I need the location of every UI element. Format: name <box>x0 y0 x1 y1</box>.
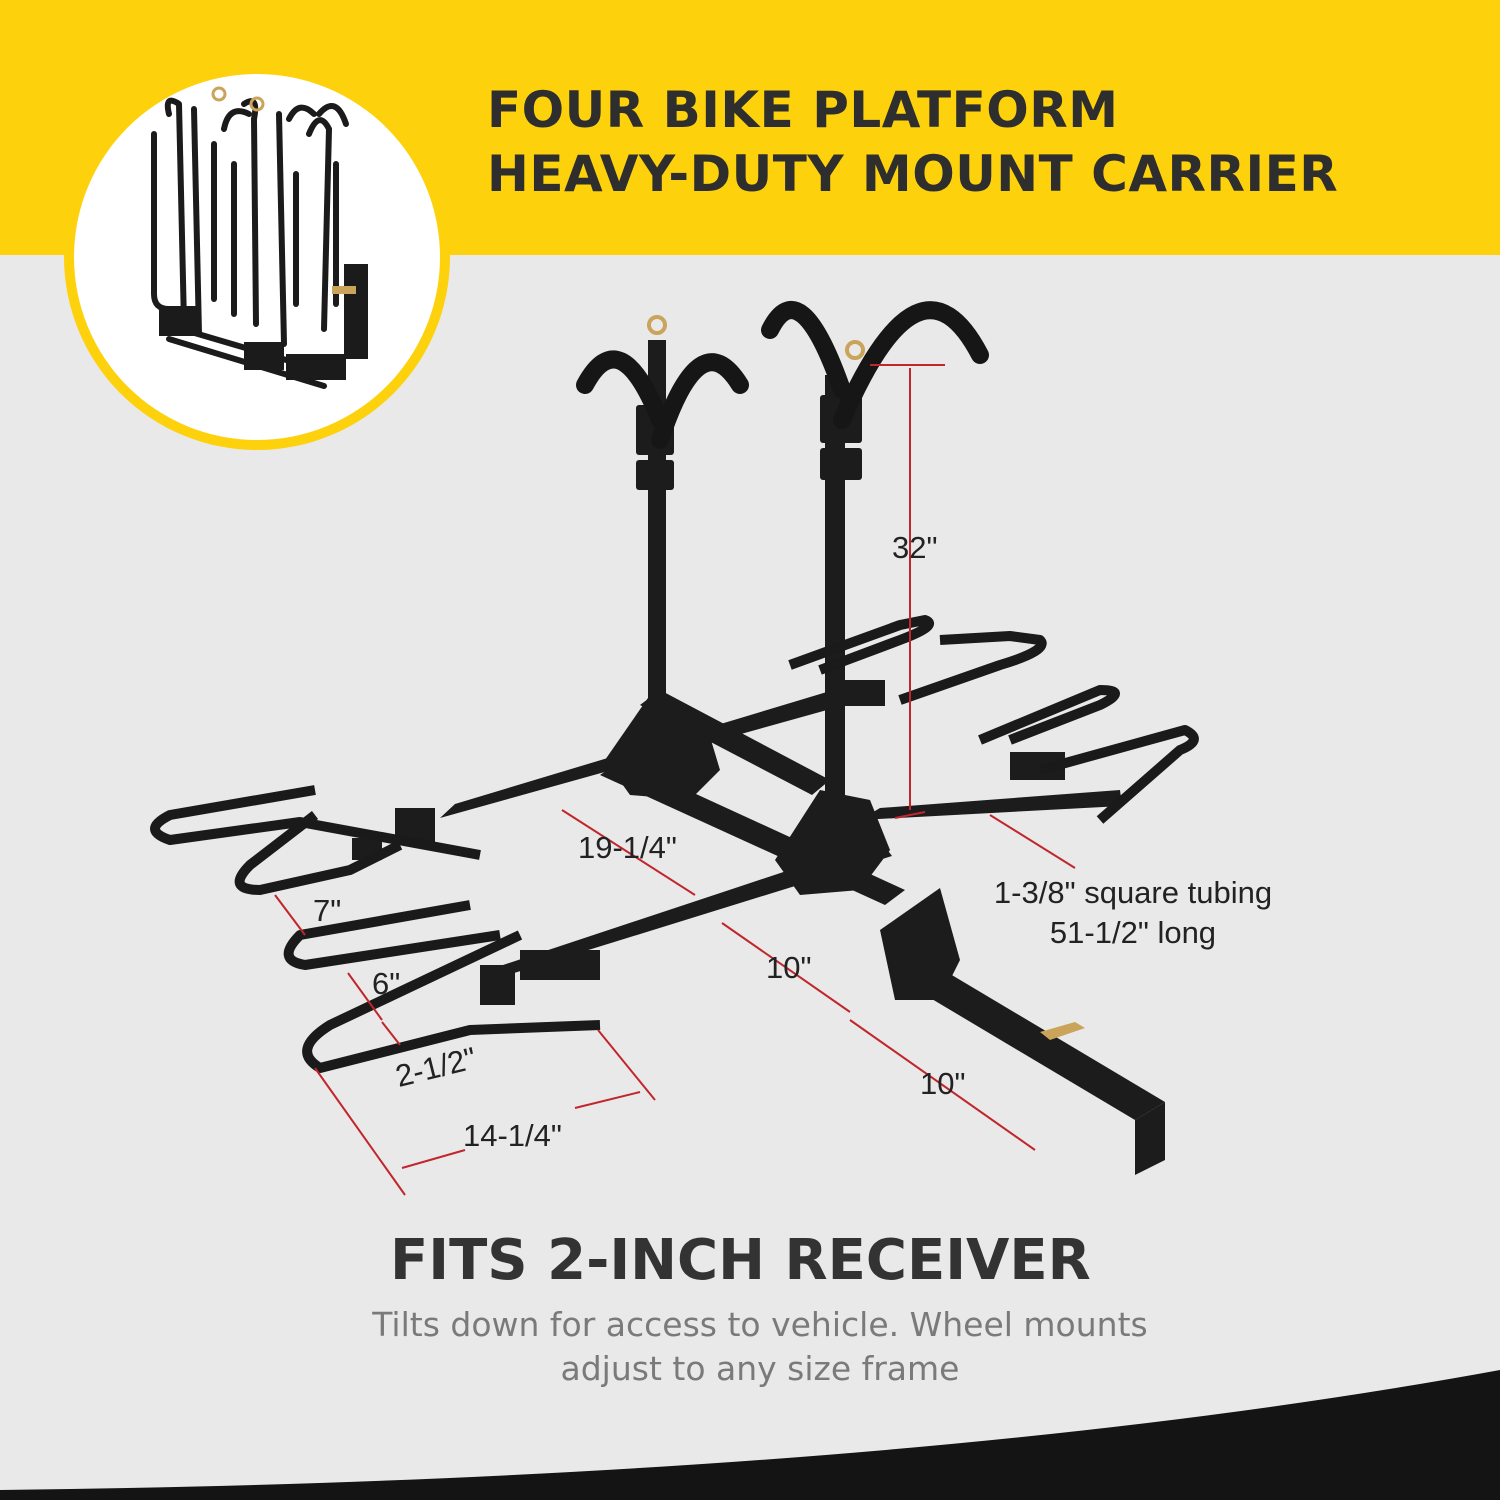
page-title: FOUR BIKE PLATFORM HEAVY-DUTY MOUNT CARR… <box>487 78 1477 206</box>
inset-image-circle <box>64 64 450 450</box>
description: Tilts down for access to vehicle. Wheel … <box>372 1305 1148 1388</box>
inset-image <box>74 74 440 440</box>
folded-rack-illustration <box>151 86 368 389</box>
dimension-tray-spacing-7: 7" <box>313 893 342 928</box>
dimension-arm-spacing: 10" <box>766 950 812 985</box>
rack-frame <box>352 340 1165 1175</box>
tubing-spec-line-2: 51-1/2" long <box>1049 915 1217 950</box>
tubing-spec: 1-3/8" square tubing 51-1/2" long <box>966 873 1300 953</box>
dimension-tray-gap: 19-1/4" <box>578 830 677 865</box>
hook-rings <box>647 315 865 360</box>
headline: FITS 2-INCH RECEIVER <box>390 1228 1091 1293</box>
dimension-tray-length: 14-1/4" <box>463 1118 562 1153</box>
title-line-1: FOUR BIKE PLATFORM <box>487 81 1119 139</box>
dimension-tray-spacing-6: 6" <box>372 966 401 1001</box>
bottom-wave <box>0 1370 1500 1500</box>
title-line-2: HEAVY-DUTY MOUNT CARRIER <box>487 145 1339 203</box>
rack-hooks <box>576 301 989 449</box>
dimension-height: 32" <box>892 530 938 565</box>
dimension-receiver-offset: 10" <box>920 1066 966 1101</box>
hitch-pin <box>1040 1022 1085 1040</box>
tubing-spec-line-1: 1-3/8" square tubing <box>993 875 1273 910</box>
wheel-trays <box>150 615 1199 1073</box>
dimension-lines <box>274 364 1076 1196</box>
